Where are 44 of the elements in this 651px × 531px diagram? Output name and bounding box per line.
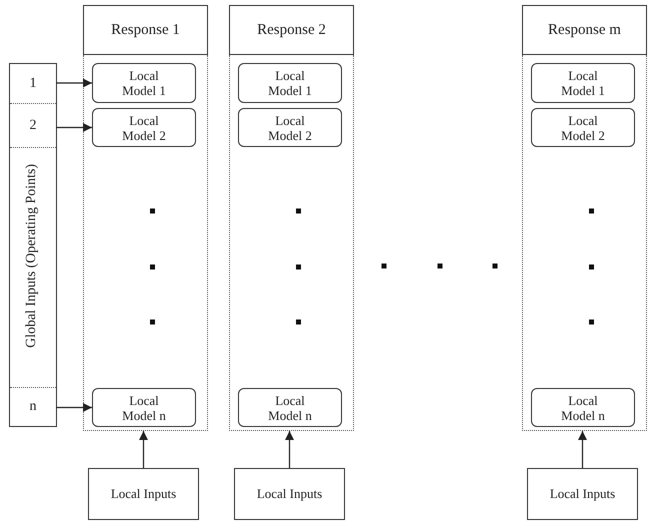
global-inputs-column [9,63,57,427]
arrow [285,431,294,468]
local-model-box [531,63,635,103]
input-number: 2 [30,118,36,134]
dotted-panel [83,55,208,431]
local-model-box [531,388,635,427]
node-label: Response m [548,22,621,38]
local-inputs-box [234,468,345,520]
arrow [139,431,148,468]
input-number: 1 [30,76,36,92]
arrow [56,123,92,132]
node-label: Local Model 2 [121,112,167,142]
node-label: Local Inputs [110,486,176,502]
arrow [56,78,92,88]
local-model-box [92,63,196,103]
response-box [83,5,208,55]
local-model-box [238,63,342,103]
input-number: n [30,399,36,415]
column-label: Global Inputs (Operating Points) [24,164,40,348]
response-box [522,5,647,55]
node-label: Local Model n [121,392,167,422]
local-model-box [238,108,342,147]
node-label: Local Model n [560,392,606,422]
local-model-box [92,108,196,147]
node-label: Local Model 2 [560,112,606,142]
dotted-panel [229,55,354,431]
node-label: Local Inputs [550,486,616,502]
local-inputs-box [527,468,638,520]
node-label: Local Model 2 [267,112,313,142]
node-label: Local Model n [267,392,313,422]
local-model-box [92,388,196,427]
response-box [229,5,354,55]
local-model-box [531,108,635,147]
arrow [578,431,587,468]
node-label: Local Model 1 [267,68,313,98]
node-label: Response 1 [111,22,180,38]
local-model-box [238,388,342,427]
dotted-panel [522,55,647,431]
node-label: Response 2 [257,22,326,38]
arrow [56,403,92,412]
local-inputs-box [88,468,199,520]
node-label: Local Model 1 [560,68,606,98]
node-label: Local Inputs [256,486,322,502]
node-label: Local Model 1 [121,68,167,98]
